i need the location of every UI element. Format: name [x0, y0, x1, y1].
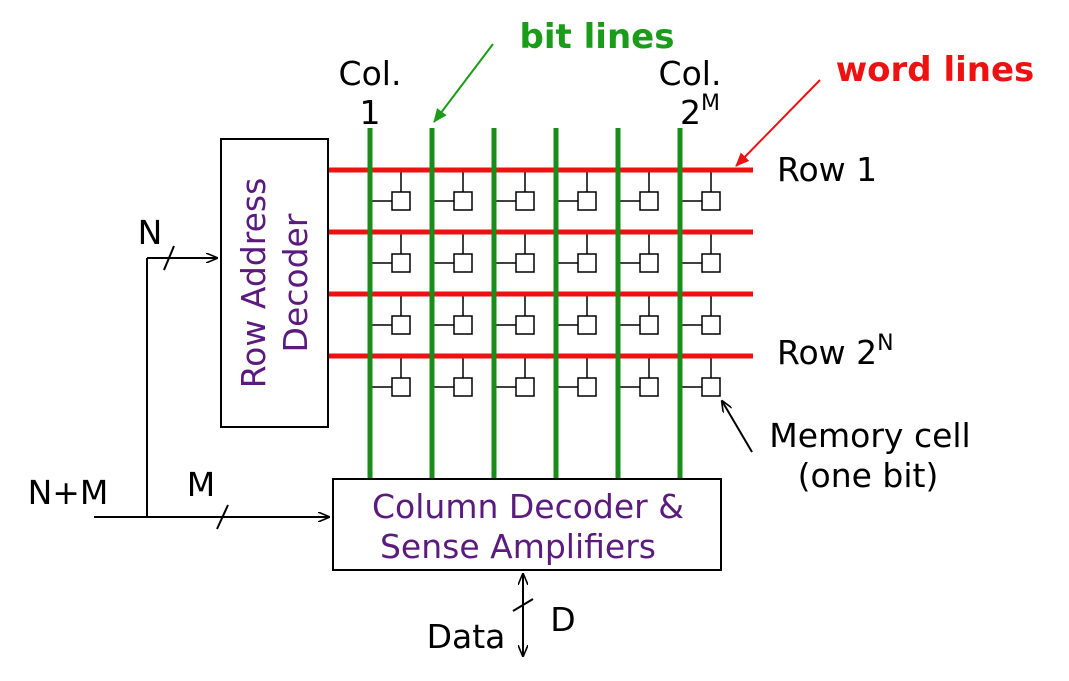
word-lines-pointer: [735, 79, 821, 167]
memory-cell: [370, 170, 411, 211]
memory-cell: [370, 356, 411, 397]
row-decoder-label-2: Decoder: [276, 213, 315, 352]
memory-cell: [618, 232, 659, 273]
memory-cell: [494, 356, 535, 397]
memory-cell: [680, 170, 721, 211]
memory-cell: [494, 170, 535, 211]
memory-cell: [432, 232, 473, 273]
memory-cell: [618, 356, 659, 397]
word-lines-label: word lines: [836, 50, 1035, 90]
col-last-prefix: Col.: [659, 54, 722, 93]
row-address-decoder-box: [220, 138, 329, 428]
memory-cell: [370, 294, 411, 335]
memory-cell-pointer: [722, 401, 753, 453]
memory-cell: [432, 294, 473, 335]
bus-d-label: D: [550, 600, 575, 639]
memory-cell-grid: [370, 170, 721, 397]
memory-cell: [494, 294, 535, 335]
memory-cell: [618, 294, 659, 335]
column-decoder-box: [332, 478, 722, 571]
bit-lines-group: [367, 128, 683, 479]
row-last-base: Row 2: [777, 333, 877, 372]
col-first-value: 1: [360, 93, 381, 132]
column-decoder-label-1: Column Decoder &: [372, 487, 684, 526]
memory-cell: [556, 170, 597, 211]
row-last-label: Row 2N: [777, 331, 894, 372]
memory-cell: [618, 170, 659, 211]
bus-n-label: N: [138, 213, 163, 252]
row-first-label: Row 1: [777, 150, 877, 189]
memory-cell-label-1: Memory cell: [769, 416, 970, 455]
memory-cell: [556, 356, 597, 397]
col-last-exp: M: [701, 91, 720, 116]
memory-cell: [432, 356, 473, 397]
bus-m-label: M: [187, 465, 215, 504]
row-decoder-label-1: Row Address: [234, 178, 273, 389]
memory-cell: [370, 232, 411, 273]
col-first-prefix: Col.: [339, 54, 402, 93]
bit-lines-pointer: [433, 43, 494, 123]
memory-cell: [556, 294, 597, 335]
col-last-value: 2M: [680, 91, 720, 132]
memory-cell: [680, 356, 721, 397]
memory-cell: [432, 170, 473, 211]
memory-cell: [556, 232, 597, 273]
bit-lines-label: bit lines: [520, 17, 675, 57]
memory-cell: [494, 232, 535, 273]
data-label: Data: [427, 617, 506, 656]
memory-cell: [680, 232, 721, 273]
column-decoder-label-2: Sense Amplifiers: [380, 527, 656, 566]
col-last-base: 2: [680, 93, 701, 132]
memory-cell: [680, 294, 721, 335]
address-bus: [94, 245, 329, 530]
data-bus: [512, 574, 534, 656]
memory-cell-label-2: (one bit): [798, 456, 939, 495]
bus-nm-label: N+M: [28, 473, 109, 512]
row-last-exp: N: [877, 331, 893, 356]
